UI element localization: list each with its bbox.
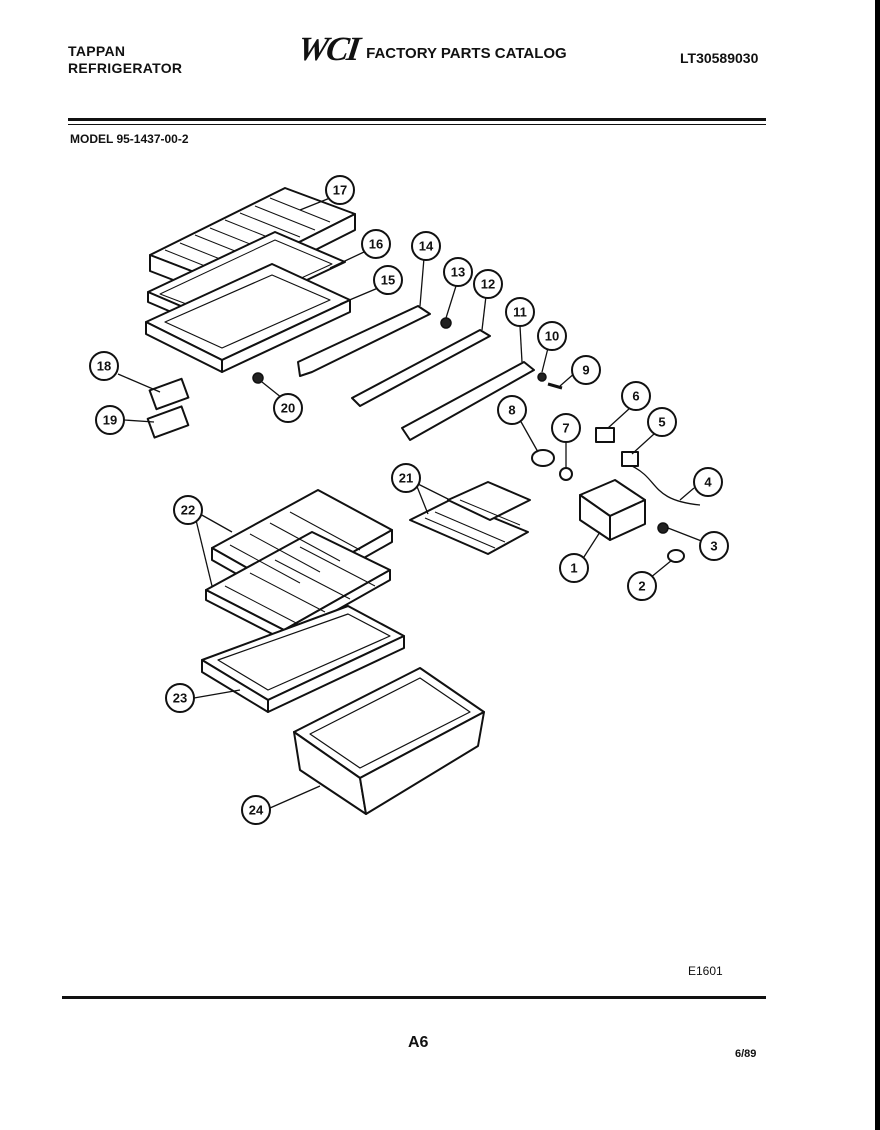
callout-4-label: 4 xyxy=(704,475,712,490)
callout-14-label: 14 xyxy=(419,239,434,254)
part-8-bulb xyxy=(531,449,555,467)
header-rule-thin xyxy=(68,124,766,125)
part-2-knob xyxy=(667,549,685,563)
callout-16: 16 xyxy=(361,229,391,259)
callout-13: 13 xyxy=(443,257,473,287)
callout-7-label: 7 xyxy=(562,421,569,436)
callout-6: 6 xyxy=(621,381,651,411)
callout-11: 11 xyxy=(505,297,535,327)
parts-artwork xyxy=(145,187,701,815)
part-9-screw xyxy=(547,382,563,390)
callout-23: 23 xyxy=(165,683,195,713)
part-1-housing xyxy=(579,479,646,541)
callout-21: 21 xyxy=(391,463,421,493)
part-18-block xyxy=(148,377,190,411)
part-12-rail xyxy=(351,329,491,407)
callout-24-label: 24 xyxy=(249,803,264,818)
callout-20-label: 20 xyxy=(281,401,295,416)
callout-12-label: 12 xyxy=(481,277,495,292)
callout-3: 3 xyxy=(699,531,729,561)
part-10-nut xyxy=(537,372,547,382)
callout-22-label: 22 xyxy=(181,503,195,518)
callout-6-label: 6 xyxy=(632,389,639,404)
part-4-wire xyxy=(631,465,701,506)
document-number: LT30589030 xyxy=(680,50,759,66)
part-21-ice-trays xyxy=(409,481,531,555)
part-20-nut xyxy=(252,372,264,384)
header-rule-thick xyxy=(68,118,766,121)
callout-7: 7 xyxy=(551,413,581,443)
part-13-clip xyxy=(440,317,452,329)
callout-16-label: 16 xyxy=(369,237,383,252)
callout-23-label: 23 xyxy=(173,691,187,706)
footer-rule xyxy=(62,996,766,999)
callout-1-label: 1 xyxy=(570,561,577,576)
callout-14: 14 xyxy=(411,231,441,261)
callout-15: 15 xyxy=(373,265,403,295)
part-7-socket xyxy=(559,467,573,481)
page-number: A6 xyxy=(408,1034,429,1051)
callout-18: 18 xyxy=(89,351,119,381)
callout-12: 12 xyxy=(473,269,503,299)
callout-9-label: 9 xyxy=(582,363,589,378)
callout-10-label: 10 xyxy=(545,329,559,344)
callout-3-label: 3 xyxy=(710,539,717,554)
diagram-code: E1601 xyxy=(688,964,723,978)
callout-19-label: 19 xyxy=(103,413,117,428)
leader-lines xyxy=(117,197,705,809)
part-3-nut xyxy=(657,522,669,534)
part-5-switch xyxy=(621,451,639,467)
part-11-rail xyxy=(401,361,535,441)
callout-8-label: 8 xyxy=(508,403,515,418)
callout-21-label: 21 xyxy=(399,471,413,486)
catalog-title: FACTORY PARTS CATALOG xyxy=(366,45,567,62)
callout-4: 4 xyxy=(693,467,723,497)
callout-13-label: 13 xyxy=(451,265,465,280)
callout-2: 2 xyxy=(627,571,657,601)
callout-5: 5 xyxy=(647,407,677,437)
model-number: MODEL 95-1437-00-2 xyxy=(70,132,189,146)
callout-8: 8 xyxy=(497,395,527,425)
brand-block: TAPPAN REFRIGERATOR xyxy=(68,43,182,77)
callout-11-label: 11 xyxy=(513,305,527,320)
callout-19: 19 xyxy=(95,405,125,435)
part-23-crisper-cover xyxy=(201,605,405,713)
part-14-rail xyxy=(297,305,431,377)
callout-2-label: 2 xyxy=(638,579,645,594)
part-6-knob xyxy=(595,427,615,443)
part-24-crisper-drawer xyxy=(293,667,485,815)
callout-15-label: 15 xyxy=(381,273,395,288)
callout-22: 22 xyxy=(173,495,203,525)
catalog-date: 6/89 xyxy=(735,1048,757,1060)
brand-name: TAPPAN xyxy=(68,43,126,59)
callout-1: 1 xyxy=(559,553,589,583)
part-19-block xyxy=(146,405,190,439)
callout-17: 17 xyxy=(325,175,355,205)
callout-5-label: 5 xyxy=(658,415,665,430)
callout-17-label: 17 xyxy=(333,183,347,198)
callout-20: 20 xyxy=(273,393,303,423)
exploded-parts-diagram: 17 16 15 14 13 12 11 10 9 8 7 6 5 4 3 2 … xyxy=(89,175,729,825)
product-type: REFRIGERATOR xyxy=(68,60,183,76)
callout-9: 9 xyxy=(571,355,601,385)
callout-24: 24 xyxy=(241,795,271,825)
callout-10: 10 xyxy=(537,321,567,351)
catalog-header: WCI FACTORY PARTS CATALOG xyxy=(295,31,567,68)
callout-18-label: 18 xyxy=(97,359,111,374)
